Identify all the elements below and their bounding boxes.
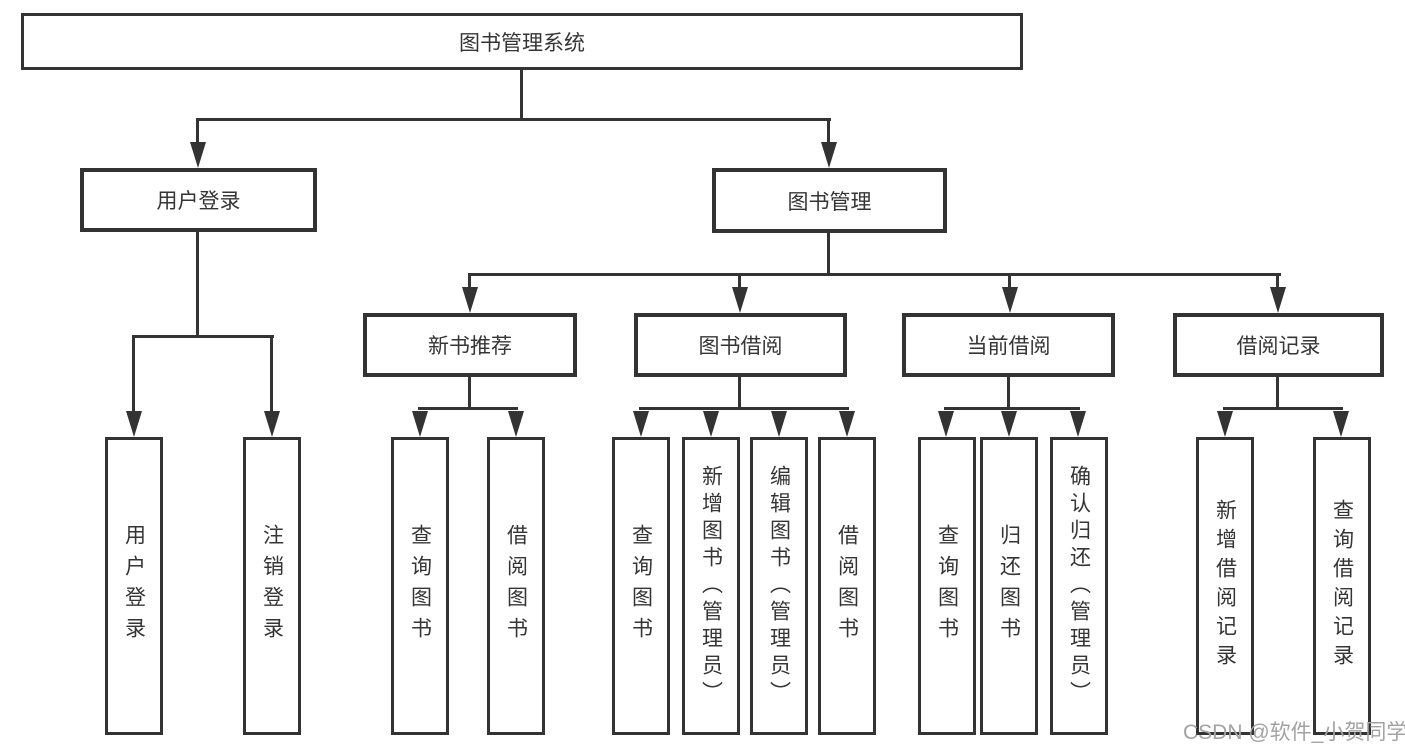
node-borrowing-borrow-books: 借阅图书 bbox=[818, 437, 876, 735]
arrow-down-icon bbox=[938, 411, 954, 437]
arrow-down-icon bbox=[412, 411, 428, 437]
connector-drop-book-mgmt bbox=[827, 118, 830, 146]
node-user-login-group: 用户登录 bbox=[80, 168, 317, 232]
connector-drop-records bbox=[1276, 273, 1279, 289]
connector-mgmt-branch bbox=[468, 273, 1281, 276]
node-borrowing-records: 借阅记录 bbox=[1173, 313, 1384, 377]
node-logout: 注销登录 bbox=[243, 437, 301, 735]
connector-current-stem bbox=[1007, 377, 1010, 407]
arrow-down-icon bbox=[771, 411, 787, 437]
connector-root-branch bbox=[197, 118, 831, 121]
arrow-down-icon bbox=[190, 142, 206, 168]
csdn-watermark: CSDN @软件_小贺同学 bbox=[1183, 721, 1405, 744]
node-current-query-books: 查询图书 bbox=[918, 437, 976, 735]
node-recommend-borrow-books: 借阅图书 bbox=[487, 437, 545, 735]
arrow-down-icon bbox=[839, 411, 855, 437]
arrow-down-icon bbox=[462, 287, 478, 313]
connector-drop-recommend bbox=[468, 273, 471, 289]
node-current-borrowing: 当前借阅 bbox=[902, 313, 1115, 377]
node-borrowing-query-books: 查询图书 bbox=[612, 437, 670, 735]
connector-login-branch bbox=[132, 335, 274, 338]
connector-drop-logout bbox=[270, 335, 273, 413]
connector-login-stem bbox=[196, 232, 199, 335]
arrow-down-icon bbox=[633, 411, 649, 437]
arrow-down-icon bbox=[1001, 411, 1017, 437]
arrow-down-icon bbox=[1270, 287, 1286, 313]
node-current-confirm-return: 确认归还（管理员） bbox=[1050, 437, 1108, 735]
connector-records-stem bbox=[1276, 377, 1279, 407]
arrow-down-icon bbox=[264, 411, 280, 437]
connector-drop-current bbox=[1008, 273, 1011, 289]
node-user-login: 用户登录 bbox=[105, 437, 163, 735]
arrow-down-icon bbox=[126, 411, 142, 437]
arrow-down-icon bbox=[508, 411, 524, 437]
connector-current-branch bbox=[944, 407, 1080, 410]
arrow-down-icon bbox=[732, 287, 748, 313]
connector-mgmt-stem bbox=[827, 233, 830, 273]
connector-drop-borrowing bbox=[738, 273, 741, 289]
arrow-down-icon bbox=[1070, 411, 1086, 437]
arrow-down-icon bbox=[1002, 287, 1018, 313]
node-current-return-books: 归还图书 bbox=[980, 437, 1038, 735]
node-records-query-record: 查询借阅记录 bbox=[1313, 437, 1371, 735]
connector-recommend-stem bbox=[468, 377, 471, 407]
node-book-borrowing: 图书借阅 bbox=[634, 313, 847, 377]
node-book-management: 图书管理 bbox=[712, 168, 947, 233]
connector-drop-login bbox=[132, 335, 135, 413]
arrow-down-icon bbox=[1333, 411, 1349, 437]
node-new-book-recommend: 新书推荐 bbox=[363, 313, 577, 377]
node-recommend-query-books: 查询图书 bbox=[391, 437, 449, 735]
node-library-system: 图书管理系统 bbox=[21, 13, 1023, 70]
arrow-down-icon bbox=[1217, 411, 1233, 437]
node-records-add-record: 新增借阅记录 bbox=[1196, 437, 1254, 735]
connector-records-branch bbox=[1223, 407, 1343, 410]
node-borrowing-add-books: 新增图书（管理员） bbox=[682, 437, 740, 735]
node-borrowing-edit-books: 编辑图书（管理员） bbox=[750, 437, 808, 735]
arrow-down-icon bbox=[821, 142, 837, 168]
connector-borrowing-branch bbox=[639, 407, 849, 410]
connector-root-stem bbox=[520, 70, 523, 118]
connector-borrowing-stem bbox=[738, 377, 741, 407]
connector-recommend-branch bbox=[418, 407, 518, 410]
arrow-down-icon bbox=[703, 411, 719, 437]
connector-drop-user-login bbox=[196, 118, 199, 146]
